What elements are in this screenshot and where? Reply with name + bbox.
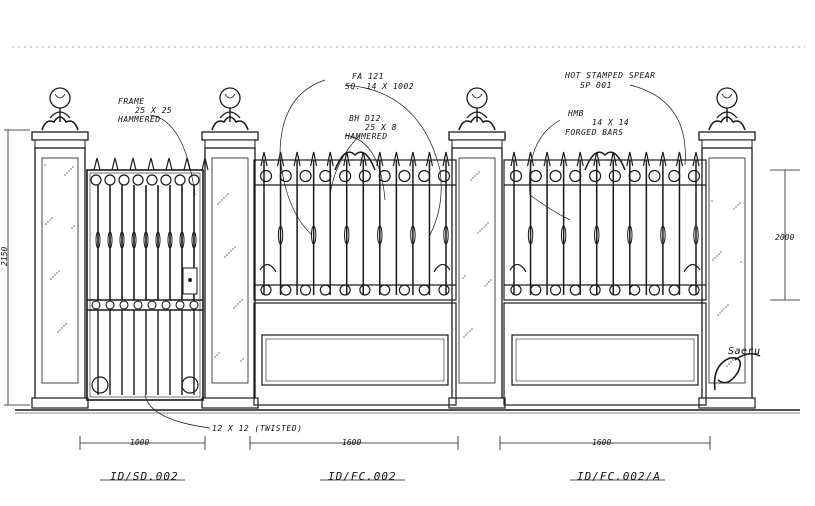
fence-alt-drawing-code: ID/FC.002/A [577, 470, 661, 483]
fa-size: SQ. 14 X 1002 [345, 82, 415, 91]
twisted-bars-label: 12 X 12 (TWISTED) [212, 424, 303, 433]
left-height-dimension: 2150 [0, 246, 9, 266]
fence2-width-dimension: 1600 [592, 438, 612, 447]
fence-panel-2 [503, 151, 707, 406]
fence-panel-1 [253, 151, 457, 406]
bars-size: 14 X 14 [592, 118, 630, 127]
signature: Saeru [728, 346, 761, 357]
frame-size: 25 X 25 [135, 106, 173, 115]
stone-pillar [448, 87, 506, 409]
signature-mark [713, 352, 761, 391]
right-height-dimension: 2000 [775, 233, 795, 242]
bh-size: 25 X 8 [365, 123, 397, 132]
fence-width-dimension: 1600 [342, 438, 362, 447]
frame-label: FRAME [118, 97, 145, 106]
stone-pillar [698, 87, 756, 409]
fa-code: FA 121 [352, 72, 384, 81]
spear-label: HOT STAMPED SPEAR [565, 71, 656, 80]
bh-finish: HAMMERED [345, 132, 388, 141]
stone-pillar [201, 87, 259, 409]
bh-code: BH D12 [349, 114, 381, 123]
gate-width-dimension: 1000 [130, 438, 150, 447]
dimension-lines [4, 46, 805, 481]
leader-lines [144, 79, 686, 429]
pedestrian-gate [86, 157, 209, 401]
fence-drawing-code: ID/FC.002 [328, 470, 397, 483]
spear-code: SP 001 [580, 81, 612, 90]
bars-code: HMB [568, 109, 584, 118]
stone-pillar [31, 87, 89, 409]
gate-drawing-code: ID/SD.002 [110, 470, 179, 483]
bars-finish: FORGED BARS [565, 128, 624, 137]
frame-finish: HAMMERED [118, 115, 161, 124]
